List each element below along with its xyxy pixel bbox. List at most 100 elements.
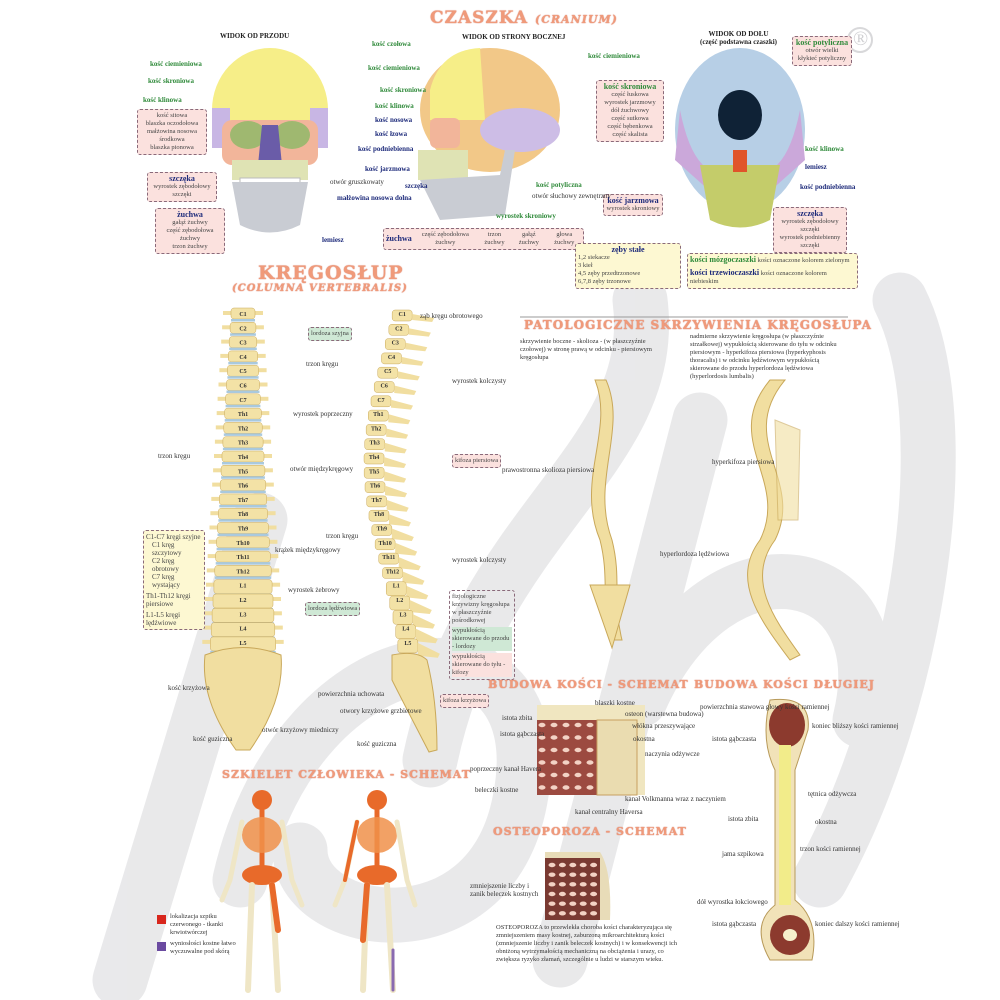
physio-kyphosis: wypukłością skierowane do tyłu - kifozy bbox=[452, 653, 512, 677]
trabecula bbox=[562, 722, 570, 728]
bottom-view-subtitle: (część podstawna czaszki) bbox=[700, 38, 777, 46]
cranium-title-text: CZASZKA bbox=[430, 8, 529, 28]
cranium-title-latin: (CRANIUM) bbox=[535, 13, 618, 26]
disc bbox=[222, 462, 264, 465]
mandible-item: część zębodołowa żuchwy bbox=[421, 231, 469, 246]
trabecula bbox=[538, 735, 546, 740]
trabecula bbox=[558, 862, 566, 868]
disc bbox=[214, 576, 272, 579]
trabecula bbox=[538, 785, 546, 790]
vertebra-label: Th6 bbox=[370, 484, 380, 490]
spinous-process bbox=[412, 314, 435, 322]
trabecula bbox=[586, 735, 594, 740]
anatomy-label: wyrostek poprzeczny bbox=[293, 410, 353, 418]
vertebra-label: Th9 bbox=[377, 527, 387, 533]
anatomy-label: ząb kręgu obrotowego bbox=[420, 312, 483, 320]
disc bbox=[222, 447, 264, 451]
spine-title: KRĘGOSŁUP bbox=[258, 262, 404, 284]
spinous-process bbox=[384, 442, 407, 454]
viscerocranium-label: kości trzewioczaszki bbox=[690, 268, 760, 277]
trabecula bbox=[579, 901, 587, 906]
trabecula bbox=[550, 747, 558, 753]
vertebra-label: Th3 bbox=[238, 441, 248, 447]
anatomy-label: kość skroniowa bbox=[148, 77, 194, 85]
anatomy-label: istota gąbczasta bbox=[712, 920, 757, 928]
vertebra-label: L1 bbox=[239, 584, 246, 590]
anatomy-label: otwór krzyżowy miedniczy bbox=[262, 726, 339, 734]
teeth-title: zęby stałe bbox=[611, 245, 645, 254]
spinous-process bbox=[409, 600, 432, 614]
vertebra-label: C2 bbox=[395, 326, 402, 332]
anatomy-label: kość guziczna bbox=[193, 735, 233, 743]
marrow-swatch bbox=[157, 915, 166, 924]
anatomy-label: prawostronna skolioza piersiowa bbox=[502, 466, 595, 474]
disc bbox=[224, 419, 262, 422]
spinous-process bbox=[402, 571, 425, 585]
front-view-heading: WIDOK OD PRZODU bbox=[220, 32, 290, 40]
trabecula bbox=[538, 772, 546, 778]
vertebra-label: Th4 bbox=[369, 455, 379, 461]
trabecula bbox=[569, 862, 577, 868]
spinous-process bbox=[401, 356, 424, 366]
long-bone-illustration bbox=[760, 698, 815, 961]
vertebra-label: C3 bbox=[392, 341, 399, 347]
trabecula bbox=[579, 882, 587, 887]
vertebra-label: L5 bbox=[239, 641, 246, 647]
vertebra-label: Th6 bbox=[238, 484, 248, 490]
disc bbox=[215, 562, 271, 565]
disc bbox=[228, 361, 258, 365]
mandible-label: żuchwa bbox=[386, 234, 412, 243]
anatomy-label: okostna bbox=[633, 735, 655, 743]
hyperkyphosis-spine-illustration bbox=[747, 379, 801, 661]
trabecula bbox=[586, 785, 594, 790]
trabecula bbox=[569, 891, 577, 897]
anatomy-label: kanał Volkmanna wraz z naczyniem bbox=[625, 795, 726, 803]
trabecula bbox=[574, 785, 582, 790]
trabecula bbox=[569, 872, 577, 877]
skeleton-back-illustration bbox=[219, 790, 305, 993]
spinous-process bbox=[385, 485, 408, 498]
group-axis: C2 kręg obrotowy bbox=[152, 557, 179, 573]
vertebra-label: C5 bbox=[239, 369, 246, 375]
anatomy-label: trzon kręgu bbox=[158, 452, 191, 460]
vertebra-label: Th1 bbox=[373, 412, 383, 418]
registered-mark: ® bbox=[853, 28, 869, 50]
disc bbox=[230, 333, 256, 336]
trabecula bbox=[590, 872, 598, 877]
disc bbox=[221, 476, 265, 479]
vertebra-label: Th8 bbox=[374, 512, 384, 518]
vertebra-label: Th3 bbox=[370, 441, 380, 447]
trabecula bbox=[558, 872, 566, 877]
anatomy-label: poprzeczny kanał Havera bbox=[470, 765, 542, 773]
group-thoracic: Th1-Th12 kręgi piersiowe bbox=[146, 592, 191, 608]
spinous-process bbox=[405, 342, 428, 352]
trabecula bbox=[550, 772, 558, 778]
long-bone-title: BUDOWA KOŚCI DŁUGIEJ bbox=[694, 678, 876, 691]
disc bbox=[216, 547, 270, 551]
zygomatic-label: kość jarzmowa bbox=[607, 196, 659, 205]
anatomy-label: tętnica odżywcza bbox=[808, 790, 857, 798]
trabecula bbox=[558, 891, 566, 897]
group-lumbar: L1-L5 kręgi lędźwiowe bbox=[146, 611, 181, 627]
bottom-view-heading: WIDOK OD DOŁU(część podstawna czaszki) bbox=[700, 30, 777, 46]
anatomy-label: kość ciemieniowa bbox=[150, 60, 202, 68]
vertebra-label: L3 bbox=[399, 612, 406, 618]
thoracic-kyphosis-tag: kifoza piersiowa bbox=[452, 454, 502, 468]
vertebra-label: Th11 bbox=[236, 555, 249, 561]
anatomy-label: kanał centralny Haversa bbox=[575, 808, 643, 816]
trabecula bbox=[538, 760, 546, 765]
spinous-process bbox=[391, 399, 414, 410]
vertebra-label: Th10 bbox=[236, 541, 249, 547]
anatomy-label: otwór międzykręgowy bbox=[290, 465, 354, 473]
physiological-curves-box: fizjologiczne krzywizny kręgosłupa w pła… bbox=[449, 590, 515, 680]
spinous-process bbox=[412, 614, 435, 629]
osteoporosis-label-text: zmniejszenie liczby i zanik beleczek kos… bbox=[470, 882, 539, 898]
vertebra-label: Th9 bbox=[238, 527, 248, 533]
vertebra-label: Th11 bbox=[382, 555, 395, 561]
scoliosis-spine-illustration bbox=[589, 379, 631, 650]
trabecula bbox=[590, 911, 598, 916]
